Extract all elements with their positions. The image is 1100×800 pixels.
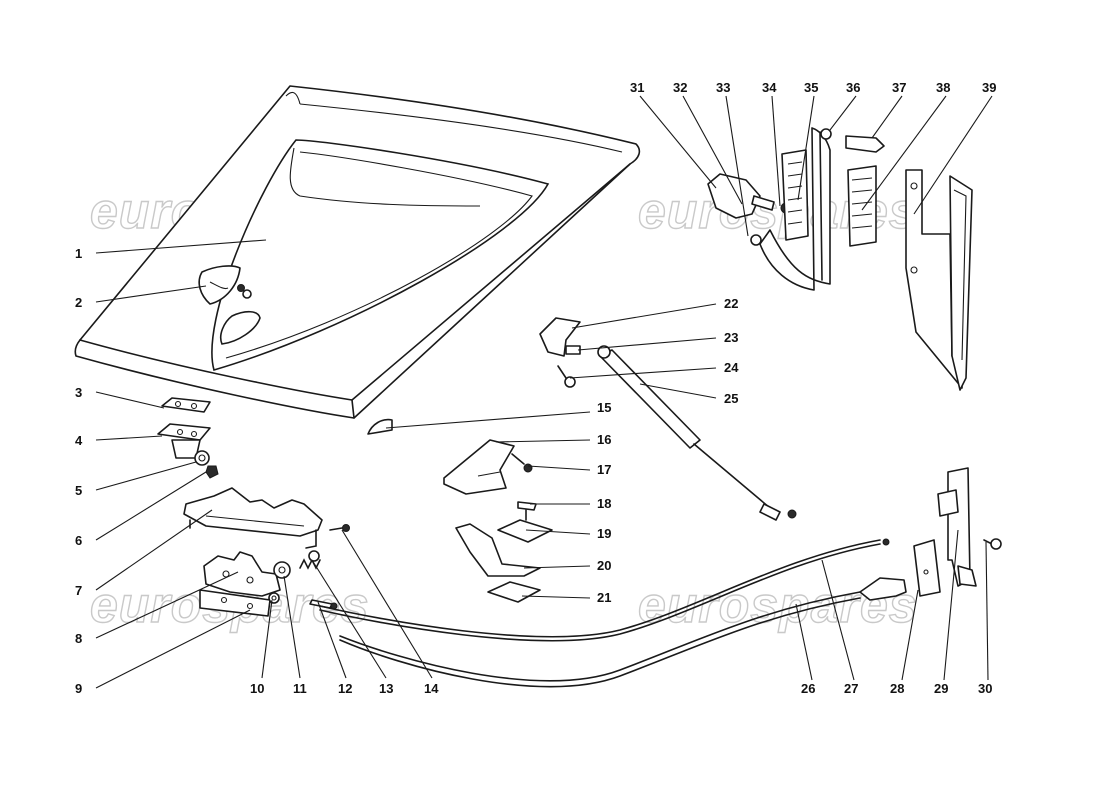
callout-labels: 1 2 3 4 5 6 7 8 9 10 11 12 13 14 15 16 1… [75, 80, 996, 696]
bolt-23 [565, 345, 581, 355]
callout-36: 36 [846, 80, 860, 95]
callout-11: 11 [293, 681, 307, 696]
screw-30 [983, 538, 1002, 550]
callout-28: 28 [890, 681, 904, 696]
bonnet-panel [74, 85, 641, 419]
callout-8: 8 [75, 631, 82, 646]
plate-21 [487, 581, 541, 603]
callout-3: 3 [75, 385, 82, 400]
callout-10: 10 [250, 681, 264, 696]
callout-9: 9 [75, 681, 82, 696]
rubber-buffer-15 [367, 418, 393, 435]
hinge-bracket-4 [157, 423, 211, 459]
bolt-17 [511, 453, 533, 473]
latch-plate-7 [183, 487, 323, 549]
strut-bracket-22 [539, 317, 581, 357]
callout-34: 34 [762, 80, 777, 95]
callout-30: 30 [978, 681, 992, 696]
callout-17: 17 [597, 462, 611, 477]
callout-21: 21 [597, 590, 611, 605]
callout-29: 29 [934, 681, 948, 696]
release-lever-29 [937, 467, 977, 587]
callout-20: 20 [597, 558, 611, 573]
callout-22: 22 [724, 296, 738, 311]
callout-12: 12 [338, 681, 352, 696]
callout-16: 16 [597, 432, 611, 447]
callout-2: 2 [75, 295, 82, 310]
latch-base-9 [199, 589, 271, 617]
callout-23: 23 [724, 330, 738, 345]
callout-35: 35 [804, 80, 818, 95]
callout-6: 6 [75, 533, 82, 548]
callout-25: 25 [724, 391, 738, 406]
side-panel-39 [905, 169, 973, 391]
nut-10 [268, 592, 280, 604]
bolt-24 [557, 365, 576, 388]
callout-27: 27 [844, 681, 858, 696]
screw-14 [329, 524, 350, 532]
badge-emblem [198, 265, 252, 305]
washer-11 [273, 561, 291, 579]
bolt-18 [517, 501, 537, 521]
hinge-assembly [707, 127, 885, 291]
callout-4: 4 [75, 433, 83, 448]
callout-26: 26 [801, 681, 815, 696]
gas-strut-25 [597, 345, 797, 521]
callout-7: 7 [75, 583, 82, 598]
washer-5 [194, 450, 210, 466]
callout-39: 39 [982, 80, 996, 95]
nut-6 [205, 465, 219, 479]
small-bracket-3 [161, 397, 211, 413]
callout-1: 1 [75, 246, 82, 261]
plate-19 [497, 519, 553, 543]
callout-37: 37 [892, 80, 906, 95]
callout-32: 32 [673, 80, 687, 95]
callout-33: 33 [716, 80, 730, 95]
release-handle-28 [913, 539, 941, 597]
callout-5: 5 [75, 483, 82, 498]
release-cable-26 [339, 577, 907, 688]
callout-13: 13 [379, 681, 393, 696]
callout-14: 14 [424, 681, 439, 696]
callout-38: 38 [936, 80, 950, 95]
striker-bracket-16 [443, 439, 515, 495]
callout-31: 31 [630, 80, 644, 95]
leader-lines [95, 95, 993, 689]
callout-15: 15 [597, 400, 611, 415]
callout-24: 24 [724, 360, 739, 375]
callout-19: 19 [597, 526, 611, 541]
callout-18: 18 [597, 496, 611, 511]
spring-13 [299, 550, 321, 570]
